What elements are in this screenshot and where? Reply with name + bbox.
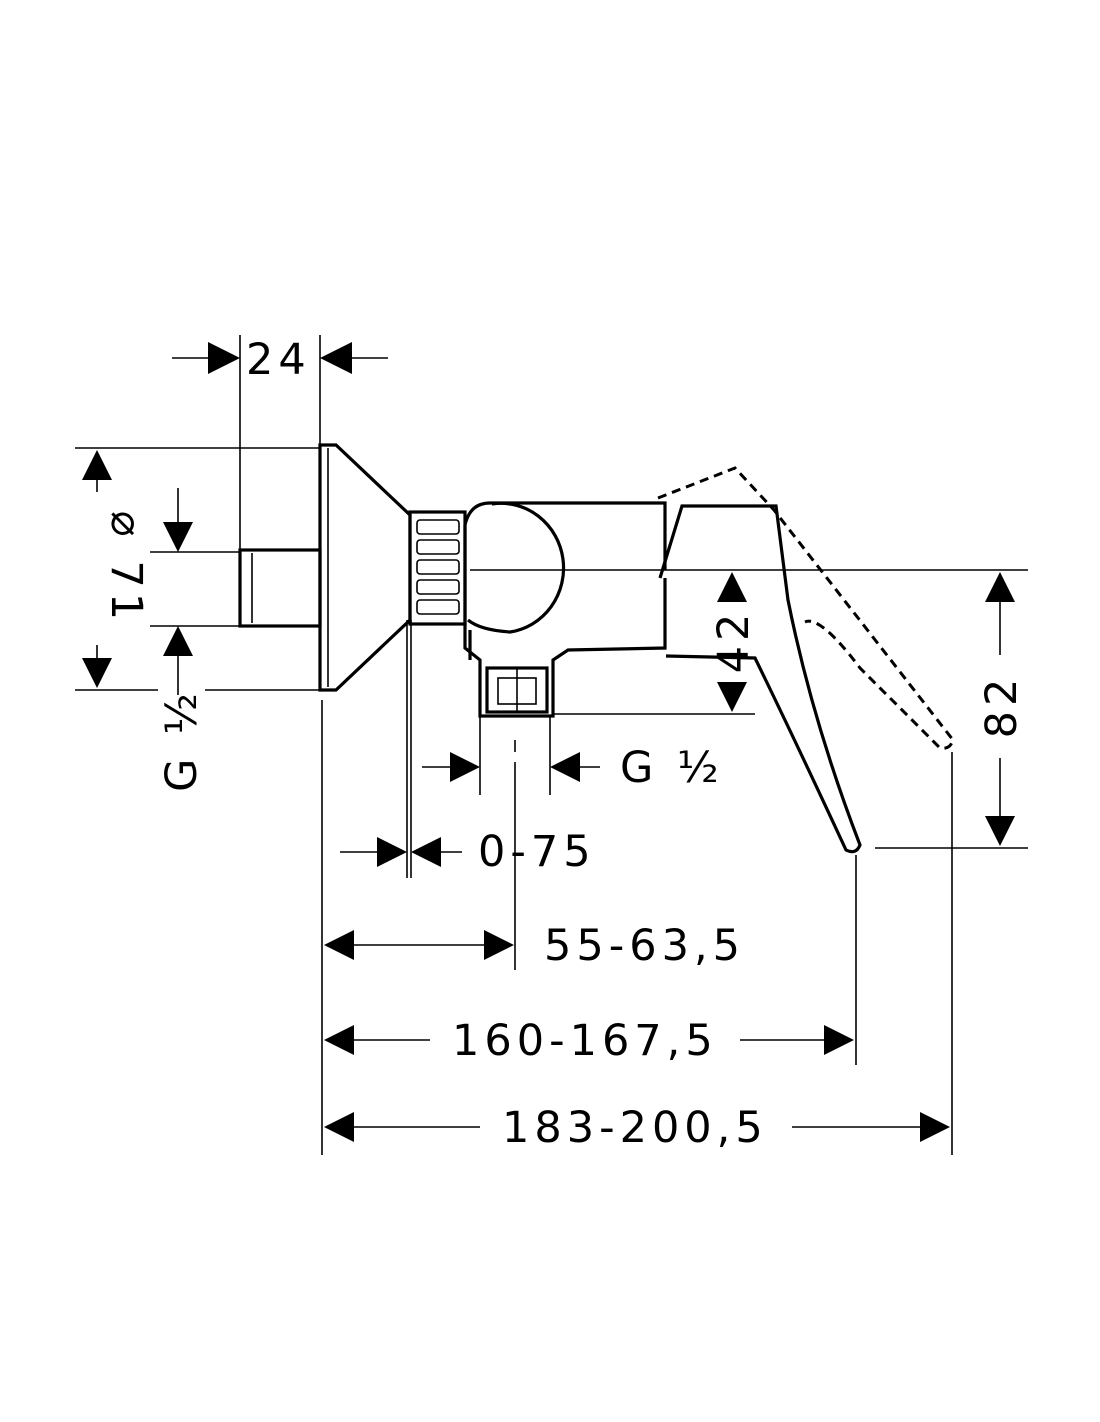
dimension-lines <box>82 342 1015 1142</box>
dimension-55-63-5: 55-63,5 <box>544 921 745 971</box>
dimension-82: 82 <box>977 674 1027 739</box>
dimension-24: 24 <box>246 335 311 385</box>
wall-stub <box>238 548 322 628</box>
dimension-0-75: 0-75 <box>478 827 596 877</box>
faucet-outline <box>238 443 955 878</box>
extension-lines <box>75 335 1028 1155</box>
dimension-183-200-5: 183-200,5 <box>502 1103 768 1153</box>
dimension-g-half-left: G ½ <box>157 688 207 792</box>
lever-handle-raised <box>657 466 955 750</box>
dimension-g-half-bottom: G ½ <box>620 743 724 793</box>
cartridge-dome <box>466 501 566 634</box>
lever-handle <box>658 504 862 854</box>
wall-escutcheon <box>318 443 412 692</box>
mixer-body <box>463 501 667 718</box>
dimension-160-167-5: 160-167,5 <box>452 1016 718 1066</box>
dimension-diameter-71: ⌀ 71 <box>101 511 151 625</box>
ribbed-nut <box>408 510 467 626</box>
dimension-42: 42 <box>709 609 759 674</box>
